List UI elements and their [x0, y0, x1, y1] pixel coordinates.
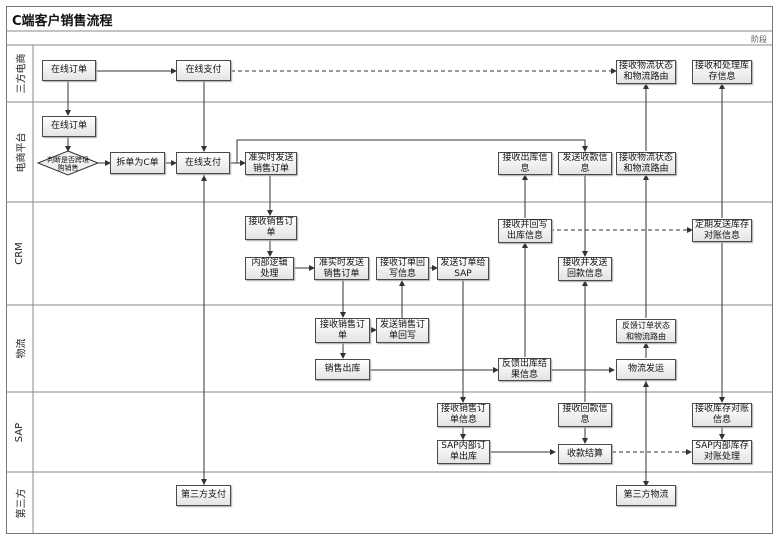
node-third-party-logistics[interactable]: 第三方物流 [616, 485, 676, 506]
node-recv-logistics-status-1[interactable]: 接收物流状态和物流路由 [616, 60, 676, 84]
lane-sap: SAP [14, 422, 25, 442]
diagram-title: C端客户销售流程 [12, 14, 113, 29]
diagram-frame [6, 6, 773, 534]
node-recv-sales-order-info[interactable]: 接收销售订单信息 [437, 403, 490, 427]
lane-logistics: 物流 [16, 338, 27, 359]
node-recv-logistics-status-2[interactable]: 接收物流状态和物流路由 [616, 152, 676, 175]
node-recv-send-payment[interactable]: 接收并发送回款信息 [558, 257, 612, 281]
node-feedback-outbound-result[interactable]: 反馈出库结果信息 [498, 358, 551, 381]
node-payment-settlement[interactable]: 收款结算 [558, 444, 612, 464]
node-realtime-send-order-2[interactable]: 准实时发送销售订单 [314, 257, 369, 280]
node-send-order-writeback[interactable]: 发送销售订单回写 [376, 318, 429, 343]
node-recv-sales-order-1[interactable]: 接收销售订单 [245, 216, 297, 240]
node-logistics-ship[interactable]: 物流发运 [616, 359, 676, 380]
node-online-order-1[interactable]: 在线订单 [42, 60, 96, 81]
node-feedback-order-status[interactable]: 反馈订单状态和物流路由 [616, 319, 676, 343]
node-send-order-to-sap[interactable]: 发送订单给SAP [437, 257, 489, 280]
node-sap-internal-outbound[interactable]: SAP内部订单出库 [437, 440, 490, 464]
node-online-order-2[interactable]: 在线订单 [42, 116, 96, 137]
lane-third-party: 第三方 [16, 488, 27, 518]
node-recv-process-stock-1[interactable]: 接收和处理库存信息 [692, 60, 752, 84]
decision-label: 判断是否跨境购销售 [47, 156, 89, 172]
lane-ecommerce-platform: 电商平台 [16, 132, 27, 172]
node-send-payment-info[interactable]: 发送收款信息 [558, 152, 612, 175]
node-recv-stock-recon[interactable]: 接收库存对账信息 [692, 403, 752, 427]
node-realtime-send-order-1[interactable]: 准实时发送销售订单 [245, 152, 297, 175]
node-recv-order-writeback[interactable]: 接收订单回写信息 [376, 257, 429, 280]
lane-separators [6, 30, 773, 534]
node-third-party-pay[interactable]: 第三方支付 [176, 485, 231, 506]
lane-third-party-ecommerce: 三方电商 [16, 53, 27, 94]
node-regular-send-stock[interactable]: 定期发送库存对账信息 [692, 219, 752, 242]
node-online-pay-2[interactable]: 在线支付 [176, 152, 230, 174]
decision-diamond [36, 150, 100, 176]
node-recv-payment-info[interactable]: 接收回款信息 [558, 403, 612, 427]
node-split-order[interactable]: 拆单为C单 [110, 152, 165, 174]
connectors [65, 68, 725, 487]
node-online-pay-1[interactable]: 在线支付 [176, 60, 231, 81]
node-recv-writeback-outbound[interactable]: 接收并回写出库信息 [498, 219, 552, 243]
lane-crm: CRM [14, 242, 25, 265]
node-sales-outbound[interactable]: 销售出库 [315, 359, 370, 380]
node-sap-internal-recon[interactable]: SAP内部库存对账处理 [692, 440, 752, 464]
node-internal-logic[interactable]: 内部逻辑处理 [245, 257, 294, 280]
node-recv-outbound-info[interactable]: 接收出库信息 [498, 152, 552, 175]
phase-header: 阶段 [751, 35, 767, 44]
node-recv-sales-order-2[interactable]: 接收销售订单 [315, 318, 370, 343]
